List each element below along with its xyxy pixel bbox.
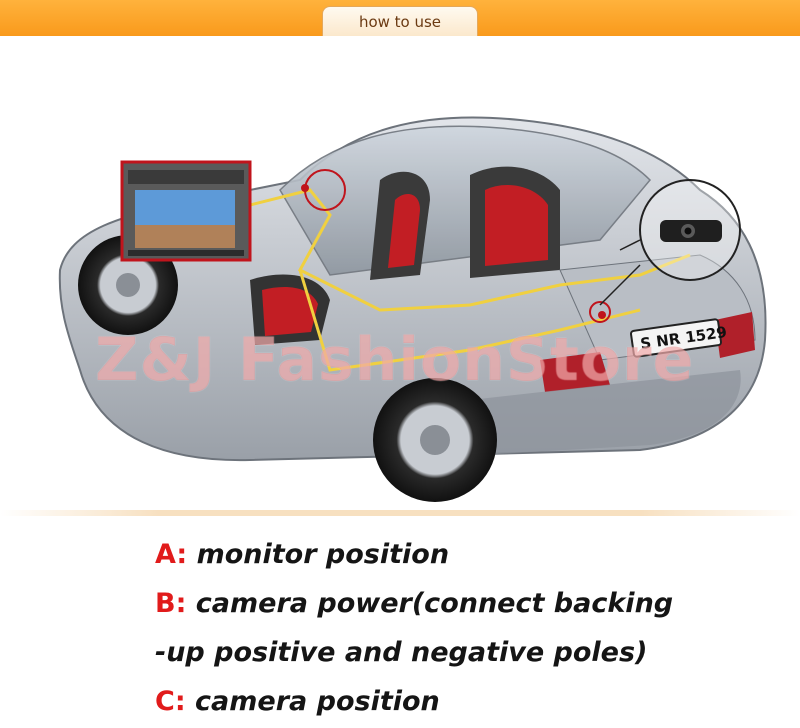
license-plate xyxy=(630,318,722,358)
rear-camera xyxy=(660,220,722,242)
marker-b xyxy=(598,311,606,319)
rear-bumper xyxy=(470,370,741,455)
legend-item-c: C: camera position xyxy=(155,677,795,726)
tab-label: how to use xyxy=(358,12,442,31)
header-bar: how to use xyxy=(0,0,800,36)
front-seat-red xyxy=(388,194,420,268)
legend-key-b: B: xyxy=(155,588,187,619)
rear-wheel xyxy=(373,378,497,502)
legend-key-c: C: xyxy=(155,686,186,717)
monitor-unit xyxy=(120,160,252,262)
tab-how-to-use[interactable]: how to use xyxy=(322,6,478,36)
legend-item-b-cont: -up positive and negative poles) xyxy=(155,637,648,668)
legend-text-a: monitor position xyxy=(187,539,450,570)
car-wiring-illustration: S NR 1529 xyxy=(58,116,767,502)
legend-item-b: B: camera power(connect backing xyxy=(155,579,795,628)
legend-key-a: A: xyxy=(155,539,188,570)
legend-item-a: A: monitor position xyxy=(155,530,795,579)
callout-leader xyxy=(599,239,641,306)
section-divider xyxy=(0,510,800,516)
watermark: Z&J FashionStore xyxy=(95,325,695,395)
callout-b-power xyxy=(589,301,611,323)
marker-a xyxy=(301,184,309,192)
legend: A: monitor position B: camera power(conn… xyxy=(155,530,795,726)
tail-light-left xyxy=(540,352,610,392)
legend-text-c: camera position xyxy=(185,686,440,717)
legend-text-b: camera power(connect backing xyxy=(186,588,674,619)
tail-light-right xyxy=(715,312,755,358)
wire-yellow xyxy=(249,188,691,372)
rear-seat-red xyxy=(485,185,548,266)
lower-seat-red xyxy=(262,286,318,336)
